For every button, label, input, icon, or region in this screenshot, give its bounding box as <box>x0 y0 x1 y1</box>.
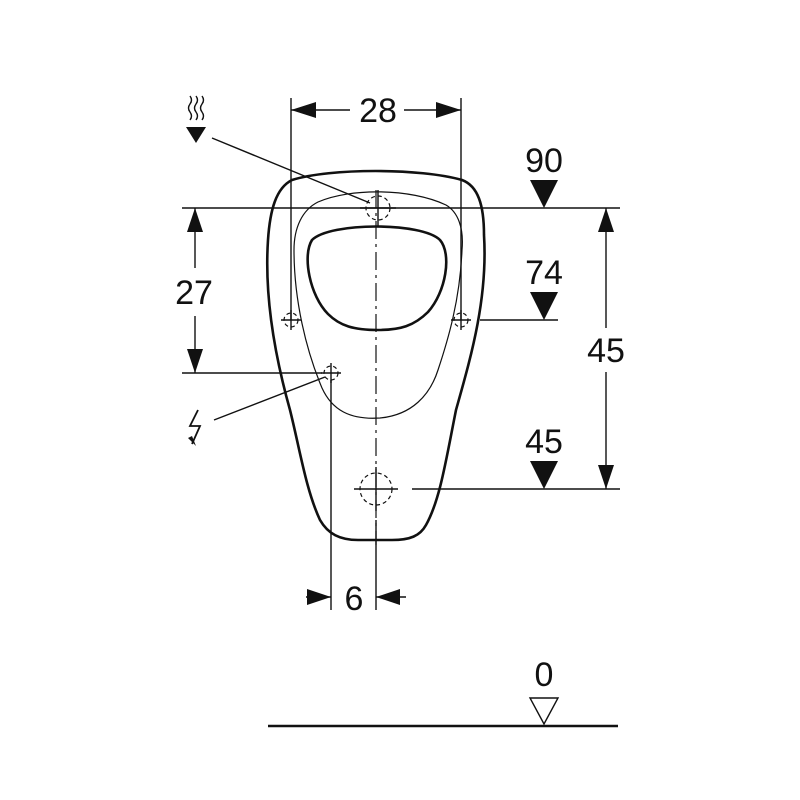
dimension-width-top: 28 <box>290 92 462 320</box>
dimension-offset-bottom-label: 6 <box>345 580 364 618</box>
dimension-height-left: 27 <box>175 208 213 373</box>
urinal-body <box>265 169 486 542</box>
water-supply-leader <box>211 137 371 204</box>
urinal-outer-outline <box>265 169 486 542</box>
level-90-label: 90 <box>525 142 563 180</box>
urinal-opening <box>306 225 448 332</box>
level-marker-74: 74 <box>525 254 563 320</box>
floor-level-label: 0 <box>535 656 554 694</box>
electrical-leader <box>213 376 326 421</box>
dimension-height-right-label: 45 <box>587 332 625 370</box>
dimension-width-top-label: 28 <box>359 92 397 130</box>
outlet-point <box>354 467 398 511</box>
dimension-offset-bottom: 6 <box>306 380 406 618</box>
dimension-height-left-label: 27 <box>175 274 213 312</box>
level-marker-45: 45 <box>525 423 563 489</box>
level-marker-90: 90 <box>525 142 563 208</box>
floor-level: 0 <box>268 656 618 728</box>
water-supply-icon <box>186 95 206 143</box>
urinal-inner-bowl <box>293 191 463 419</box>
floor-level-marker <box>528 697 560 726</box>
electrical-connection-icon <box>188 409 202 446</box>
dimension-height-right: 45 <box>587 208 625 489</box>
level-45-label: 45 <box>525 423 563 461</box>
level-74-label: 74 <box>525 254 563 292</box>
